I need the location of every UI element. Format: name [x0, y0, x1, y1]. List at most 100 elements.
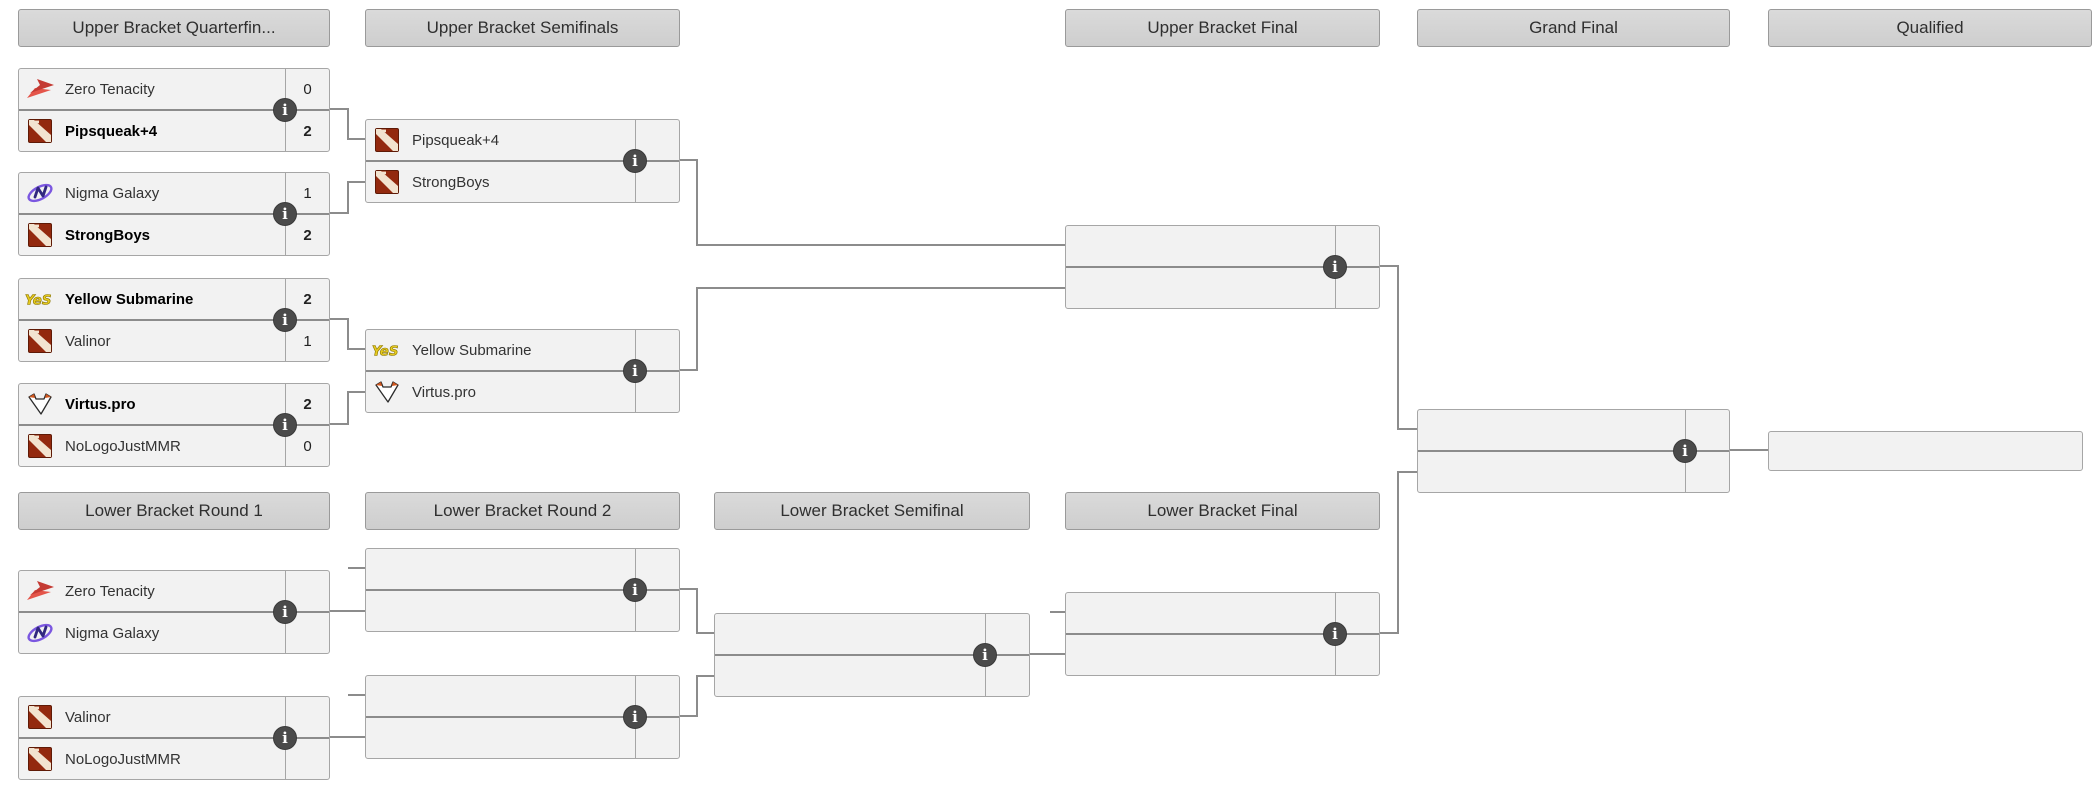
- info-icon[interactable]: i: [1673, 439, 1697, 463]
- dota2-logo[interactable]: [19, 329, 61, 353]
- row-separator: [366, 370, 679, 372]
- team-score: [285, 697, 329, 737]
- team-score: [635, 162, 679, 202]
- info-icon[interactable]: i: [273, 413, 297, 437]
- info-icon[interactable]: i: [273, 600, 297, 624]
- yellow-submarine-logo[interactable]: [366, 338, 408, 362]
- team-name[interactable]: Valinor: [65, 332, 111, 350]
- team-row: [1418, 452, 1729, 492]
- team-score: [1335, 226, 1379, 266]
- info-icon[interactable]: i: [273, 726, 297, 750]
- qualified-slot: [1768, 431, 2083, 471]
- info-icon[interactable]: i: [1323, 255, 1347, 279]
- match-lb-round2-1: i: [365, 548, 680, 632]
- team-row: Zero Tenacity 0: [19, 69, 329, 109]
- team-score: [635, 372, 679, 412]
- team-row: Nigma Galaxy 1: [19, 173, 329, 213]
- info-icon[interactable]: i: [623, 359, 647, 383]
- header-lower-bracket-semifinal: Lower Bracket Semifinal: [714, 492, 1030, 530]
- team-score: [1685, 410, 1729, 450]
- dota2-logo[interactable]: [19, 434, 61, 458]
- team-score: [985, 656, 1029, 696]
- info-icon[interactable]: i: [1323, 622, 1347, 646]
- row-separator: [19, 737, 329, 739]
- nigma-galaxy-logo[interactable]: [19, 621, 61, 645]
- row-separator: [19, 319, 329, 321]
- dota2-logo[interactable]: [19, 705, 61, 729]
- team-name[interactable]: Virtus.pro: [65, 395, 136, 413]
- match-lb-round1-1: Zero Tenacity Nigma Galaxy i: [18, 570, 330, 654]
- row-separator: [366, 589, 679, 591]
- dota2-logo[interactable]: [366, 128, 408, 152]
- header-upper-bracket-final: Upper Bracket Final: [1065, 9, 1380, 47]
- team-score: 1: [285, 321, 329, 361]
- row-separator: [1066, 633, 1379, 635]
- team-name[interactable]: Zero Tenacity: [65, 582, 155, 600]
- team-row: Valinor: [19, 697, 329, 737]
- team-name[interactable]: Nigma Galaxy: [65, 624, 160, 642]
- info-icon[interactable]: i: [273, 202, 297, 226]
- virtus-pro-logo[interactable]: [19, 392, 61, 416]
- team-name[interactable]: Pipsqueak+4: [412, 131, 500, 149]
- team-score: [1335, 635, 1379, 675]
- header-qualified: Qualified: [1768, 9, 2092, 47]
- info-icon[interactable]: i: [973, 643, 997, 667]
- team-score: [1685, 452, 1729, 492]
- info-icon[interactable]: i: [273, 308, 297, 332]
- virtus-pro-logo[interactable]: [366, 380, 408, 404]
- team-name[interactable]: Pipsqueak+4: [65, 122, 158, 140]
- team-row: Nigma Galaxy: [19, 613, 329, 653]
- team-row: Virtus.pro 2: [19, 384, 329, 424]
- team-row: [1066, 268, 1379, 308]
- team-score: [985, 614, 1029, 654]
- team-row: [1418, 410, 1729, 450]
- team-score: 2: [285, 111, 329, 151]
- header-upper-bracket-semifinals: Upper Bracket Semifinals: [365, 9, 680, 47]
- team-row: [1066, 593, 1379, 633]
- team-score: 2: [285, 279, 329, 319]
- row-separator: [715, 654, 1029, 656]
- match-lb-round1-2: Valinor NoLogoJustMMR i: [18, 696, 330, 780]
- header-lower-bracket-final: Lower Bracket Final: [1065, 492, 1380, 530]
- team-name[interactable]: Virtus.pro: [412, 383, 476, 401]
- header-lower-bracket-round-1: Lower Bracket Round 1: [18, 492, 330, 530]
- info-icon[interactable]: i: [623, 149, 647, 173]
- dota2-logo[interactable]: [19, 119, 61, 143]
- team-score: [285, 613, 329, 653]
- team-name[interactable]: StrongBoys: [412, 173, 490, 191]
- team-row: [1769, 432, 2082, 470]
- dota2-logo[interactable]: [19, 747, 61, 771]
- team-score: [285, 571, 329, 611]
- yellow-submarine-logo[interactable]: [19, 287, 61, 311]
- team-row: NoLogoJustMMR: [19, 739, 329, 779]
- team-name[interactable]: StrongBoys: [65, 226, 151, 244]
- team-score: 1: [285, 173, 329, 213]
- team-score: [635, 330, 679, 370]
- match-lb-semifinal: i: [714, 613, 1030, 697]
- info-icon[interactable]: i: [623, 705, 647, 729]
- team-row: [366, 591, 679, 631]
- nigma-galaxy-logo[interactable]: [19, 181, 61, 205]
- team-name[interactable]: Nigma Galaxy: [65, 184, 160, 202]
- zero-tenacity-logo[interactable]: [19, 77, 61, 101]
- team-name[interactable]: NoLogoJustMMR: [65, 437, 181, 455]
- row-separator: [366, 716, 679, 718]
- team-name[interactable]: NoLogoJustMMR: [65, 750, 181, 768]
- team-row: [715, 614, 1029, 654]
- zero-tenacity-logo[interactable]: [19, 579, 61, 603]
- row-separator: [1418, 450, 1729, 452]
- info-icon[interactable]: i: [273, 98, 297, 122]
- row-separator: [1066, 266, 1379, 268]
- dota2-logo[interactable]: [366, 170, 408, 194]
- team-score: [635, 120, 679, 160]
- info-icon[interactable]: i: [623, 578, 647, 602]
- team-row: Yellow Submarine: [366, 330, 679, 370]
- team-row: Zero Tenacity: [19, 571, 329, 611]
- team-name[interactable]: Valinor: [65, 708, 111, 726]
- dota2-logo[interactable]: [19, 223, 61, 247]
- team-name[interactable]: Yellow Submarine: [412, 341, 532, 359]
- team-row: Virtus.pro: [366, 372, 679, 412]
- team-name[interactable]: Zero Tenacity: [65, 80, 155, 98]
- team-name[interactable]: Yellow Submarine: [65, 290, 194, 308]
